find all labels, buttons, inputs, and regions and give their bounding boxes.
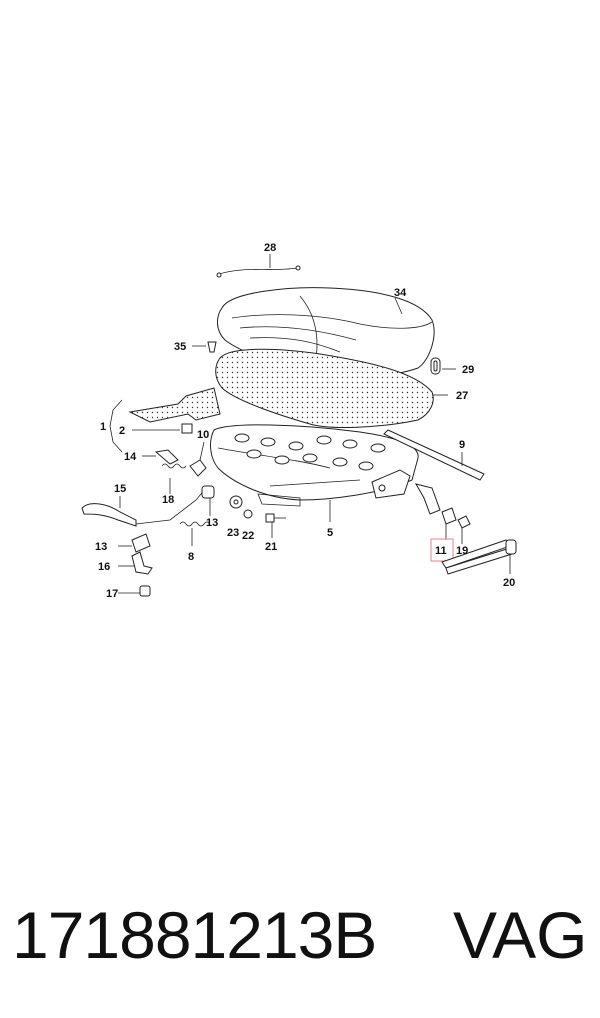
brand-label: VAG: [453, 898, 588, 972]
part-seat-frame: [210, 424, 441, 522]
callout-23: 23: [227, 527, 239, 539]
callout-15: 15: [114, 483, 126, 495]
callout-8: 8: [188, 551, 194, 563]
callout-22: 22: [242, 530, 254, 542]
callout-21: 21: [265, 541, 277, 553]
callout-2: 2: [119, 425, 125, 437]
part-clip-highlighted: [430, 507, 457, 562]
callout-11: 11: [435, 545, 447, 557]
part-slide-rail: [441, 539, 517, 575]
callout-18: 18: [162, 494, 174, 506]
callout-10: 10: [197, 429, 209, 441]
callout-13-lower: 13: [95, 541, 107, 553]
callout-1: 1: [100, 421, 106, 433]
callout-17: 17: [106, 588, 118, 600]
part-small-cap: [457, 515, 471, 544]
part-number: 171881213B: [12, 898, 377, 972]
exploded-seat-diagram: 28 34 35 29 27 1 2 10 9 14 18 15 13 23 2…: [81, 242, 517, 600]
part-lever-rod: [81, 487, 207, 527]
part-bushing-upper: [201, 485, 215, 516]
part-bracket: [189, 441, 207, 477]
part-pin: [192, 341, 217, 353]
part-spring: [179, 521, 211, 546]
callout-20: 20: [503, 577, 515, 589]
callout-9: 9: [459, 439, 465, 451]
callout-34: 34: [394, 287, 407, 299]
part-bushing-lower: [118, 533, 151, 553]
part-spring-clip: [142, 449, 187, 494]
part-hook-clip: [430, 357, 456, 375]
part-side-trim: [109, 387, 221, 453]
part-wire-clip: [216, 254, 301, 278]
callout-16: 16: [98, 561, 110, 573]
callout-28: 28: [264, 242, 276, 254]
callout-29: 29: [462, 364, 474, 376]
part-washer-nut: [229, 495, 253, 519]
part-info-footer: 171881213B VAG: [0, 885, 600, 985]
callout-19: 19: [456, 545, 468, 557]
callout-35: 35: [174, 341, 186, 353]
callout-27: 27: [456, 390, 468, 402]
part-screw: [265, 513, 286, 538]
callout-5: 5: [327, 527, 333, 539]
part-foam-cushion: [215, 348, 448, 428]
callout-highlight-box: [430, 538, 454, 562]
part-bracket-clip: [118, 551, 153, 575]
callout-14: 14: [124, 451, 137, 463]
callout-13-upper: 13: [206, 517, 218, 529]
part-rail-strip: [383, 429, 485, 481]
part-bolt: [118, 585, 151, 597]
